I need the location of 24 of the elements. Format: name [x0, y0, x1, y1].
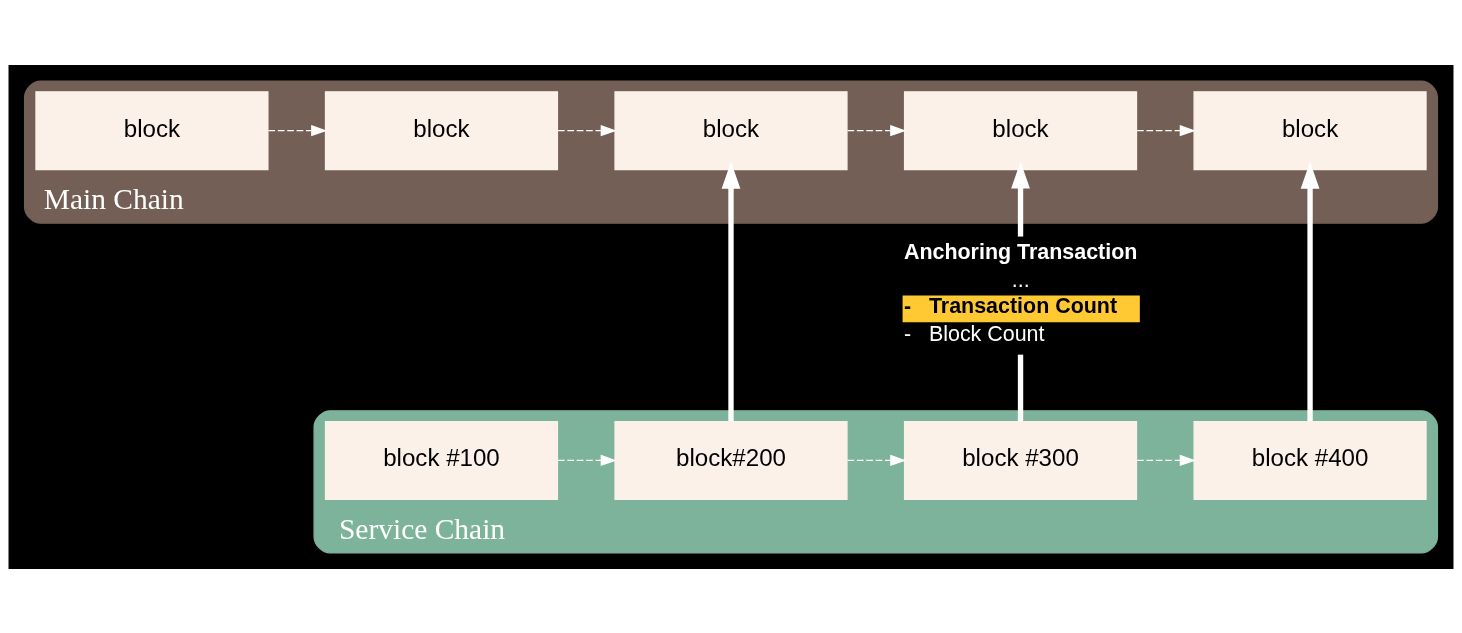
arrow	[267, 124, 328, 136]
arrow	[1300, 161, 1320, 421]
node-label: Anchoring Transaction	[903, 239, 1138, 264]
arrow	[846, 124, 907, 136]
node-box: block	[1193, 90, 1427, 170]
node-box: block #400	[1193, 420, 1427, 500]
arrow	[1136, 124, 1196, 136]
node-label: - Block Count	[903, 321, 1045, 346]
node-box: - Transaction Count	[902, 295, 1140, 322]
arrow	[1136, 454, 1196, 466]
node-box: block #100	[324, 420, 559, 500]
node-box: block	[324, 90, 559, 170]
arrow	[846, 454, 907, 466]
arrow	[557, 124, 617, 136]
arrow	[557, 454, 617, 466]
node-box: block	[614, 90, 848, 170]
connector	[1017, 354, 1024, 421]
arrow	[1011, 161, 1030, 237]
node-box: block	[35, 90, 269, 170]
node-box: block#200	[614, 420, 848, 500]
arrow	[721, 161, 741, 421]
node-label: ...	[1011, 267, 1030, 292]
node-box: block	[903, 90, 1138, 170]
node-box: block #300	[903, 420, 1138, 500]
